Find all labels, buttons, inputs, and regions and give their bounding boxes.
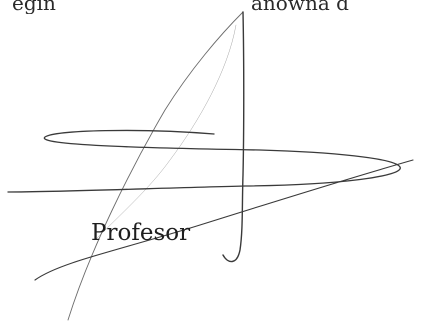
signature-stroke-downstroke xyxy=(222,11,245,263)
signature-stroke-wisp xyxy=(94,24,237,241)
cropped-text-right: anowna d xyxy=(251,0,349,14)
cropped-text-line: egin anowna d xyxy=(0,0,428,14)
signature-stroke-oval xyxy=(7,129,401,193)
signature-role-label: Profesor xyxy=(91,220,191,246)
cropped-text-left: egin xyxy=(12,0,56,14)
signature-stroke-sweep xyxy=(34,159,414,281)
signature-stroke-diagonal xyxy=(67,11,244,321)
